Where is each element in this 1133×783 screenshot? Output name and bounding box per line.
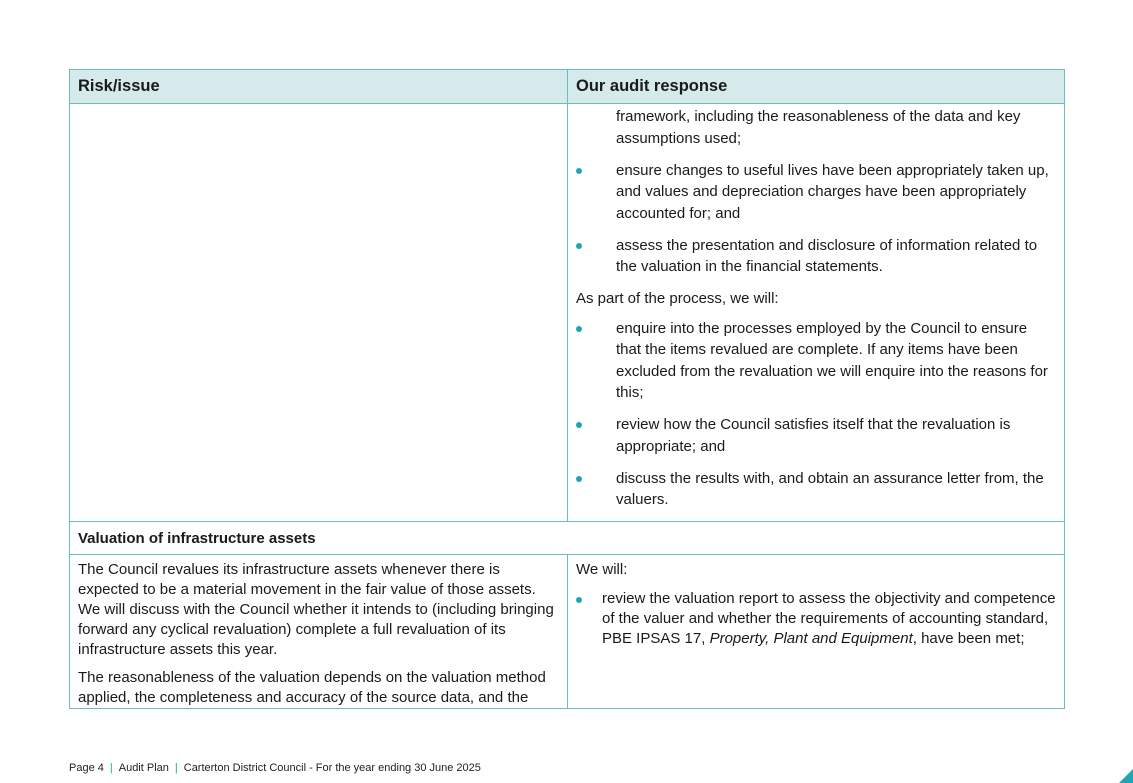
bullet-text: framework, including the reasonableness …: [616, 108, 1021, 147]
bullet-text: discuss the results with, and obtain an …: [616, 469, 1044, 509]
footer-entity: Carterton District Council - For the yea…: [183, 762, 481, 774]
bullet-text: enquire into the processes employed by t…: [616, 319, 1048, 402]
header-audit-response: Our audit response: [567, 69, 1064, 104]
bullet-icon: [576, 325, 582, 332]
corner-accent-icon: [1119, 769, 1133, 783]
standard-title: Property, Plant and Equipment: [709, 630, 913, 647]
list-item: review how the Council satisfies itself …: [576, 414, 1056, 457]
bullet-icon: [576, 167, 582, 174]
audit-table: Risk/issue Our audit response framework,…: [69, 69, 1065, 709]
header-risk-issue: Risk/issue: [78, 77, 160, 95]
continued-right-cell: framework, including the reasonableness …: [567, 104, 1064, 521]
list-item: enquire into the processes employed by t…: [576, 318, 1056, 404]
risk-paragraph: The Council revalues its infrastructure …: [78, 561, 554, 658]
list-item: review the valuation report to assess th…: [576, 589, 1056, 649]
footer-separator: |: [109, 762, 113, 774]
bullet-icon: [576, 597, 582, 603]
response-intro: We will:: [576, 561, 628, 578]
continued-row: framework, including the reasonableness …: [70, 104, 1064, 522]
bullet-text-before: review the valuation report to assess th…: [602, 590, 1056, 647]
section-title: Valuation of infrastructure assets: [78, 529, 316, 547]
section-row: Valuation of infrastructure assets: [70, 522, 1064, 555]
footer-doc: Audit Plan: [118, 762, 169, 774]
bullet-icon: [576, 475, 582, 482]
bullet-icon: [576, 242, 582, 249]
bullet-icon: [576, 422, 582, 428]
list-item: framework, including the reasonableness …: [576, 106, 1056, 149]
bullet-text-after: , have been met;: [912, 630, 1025, 647]
bullet-text: ensure changes to useful lives have been…: [616, 161, 1049, 222]
process-intro: As part of the process, we will:: [576, 290, 779, 307]
table-header-row: Risk/issue Our audit response: [70, 69, 1064, 104]
list-item: assess the presentation and disclosure o…: [576, 235, 1056, 278]
list-item: ensure changes to useful lives have been…: [576, 160, 1056, 225]
bullet-text: review how the Council satisfies itself …: [616, 416, 1011, 455]
risk-paragraph: The reasonableness of the valuation depe…: [78, 669, 546, 706]
infrastructure-row: The Council revalues its infrastructure …: [70, 555, 1064, 708]
footer-page: Page 4: [69, 762, 104, 774]
response-cell: We will: review the valuation report to …: [567, 555, 1064, 708]
bullet-text: assess the presentation and disclosure o…: [616, 236, 1038, 276]
list-item: discuss the results with, and obtain an …: [576, 468, 1056, 511]
page-footer: Page 4 | Audit Plan | Carterton District Cou…: [69, 762, 481, 774]
risk-cell: The Council revalues its infrastructure …: [70, 555, 567, 708]
continued-left-cell: [70, 104, 567, 521]
footer-separator: |: [174, 762, 178, 774]
